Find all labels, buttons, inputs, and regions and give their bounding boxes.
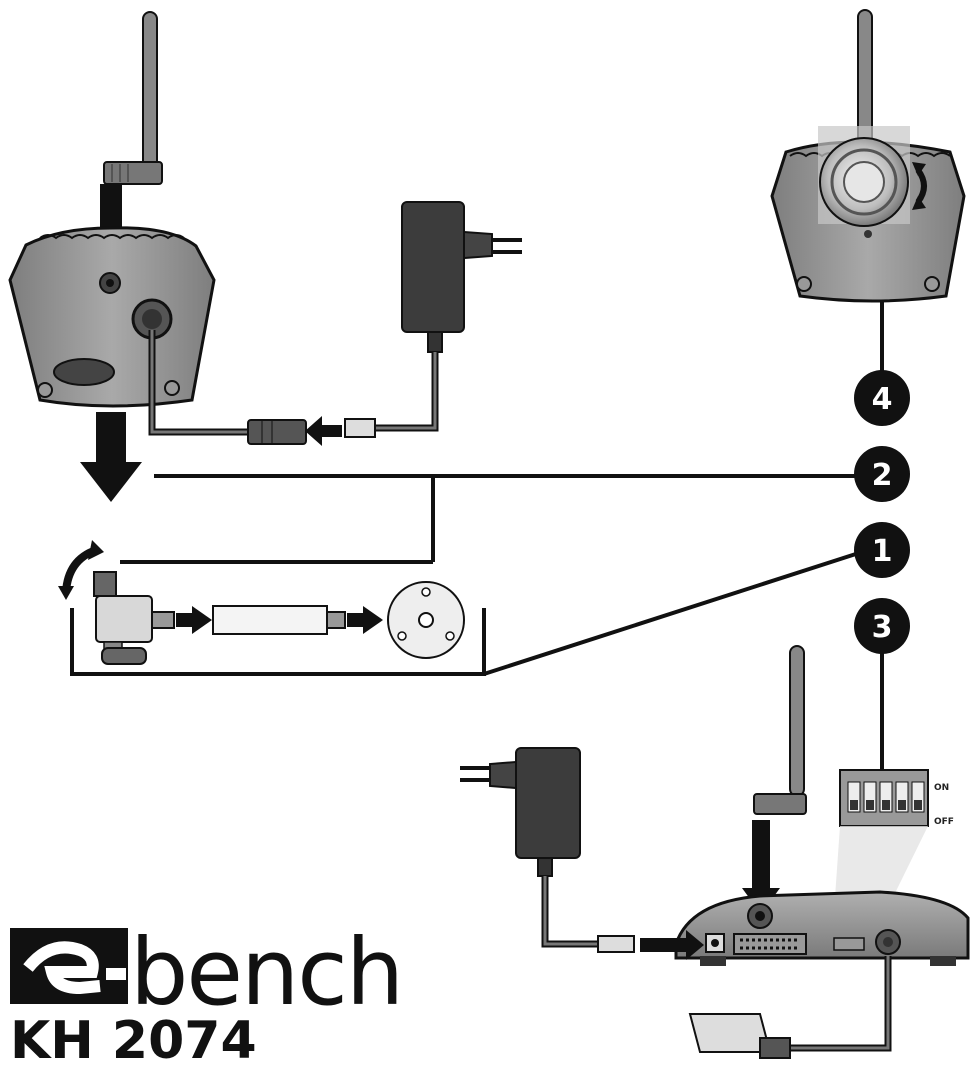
svg-text:2: 2 <box>872 458 893 493</box>
brand-name: bench <box>130 919 402 1026</box>
rotate-icon <box>58 540 104 600</box>
callout-badge-2: 2 <box>854 446 910 502</box>
brand-logo: bench KH 2074 <box>10 919 404 1065</box>
screw-icon <box>164 380 180 396</box>
screw-icon <box>924 276 940 292</box>
camera-front-view <box>770 9 966 303</box>
camera-label-plate <box>53 358 115 386</box>
mount-down-arrow <box>80 412 142 502</box>
receiver-unit: ON OFF <box>674 645 970 1059</box>
dip-off-label: OFF <box>934 817 954 827</box>
camera-antenna <box>103 11 163 185</box>
dip-switch-panel: ON OFF <box>839 769 954 827</box>
screw-icon <box>37 382 53 398</box>
receiver-power-arrow <box>640 930 704 960</box>
svg-text:1: 1 <box>872 534 893 569</box>
cable-connector <box>247 419 307 445</box>
model-number: KH 2074 <box>10 1011 257 1065</box>
dip-on-label: ON <box>934 783 949 793</box>
power-plug-arrow <box>305 416 342 446</box>
power-adapter-camera <box>344 201 522 438</box>
callout-badge-3: 3 <box>854 598 910 654</box>
callout-badge-1: 1 <box>854 522 910 578</box>
svg-text:4: 4 <box>872 382 893 417</box>
camera-body <box>8 226 216 408</box>
scart-plug <box>688 1013 791 1059</box>
svg-text:3: 3 <box>872 610 893 645</box>
screw-icon <box>796 276 812 292</box>
wall-mount-kit <box>70 571 486 676</box>
power-adapter-receiver <box>460 747 704 960</box>
callout-lines <box>120 244 884 780</box>
camera-rear-view <box>8 11 307 445</box>
callout-badge-4: 4 <box>854 370 910 426</box>
